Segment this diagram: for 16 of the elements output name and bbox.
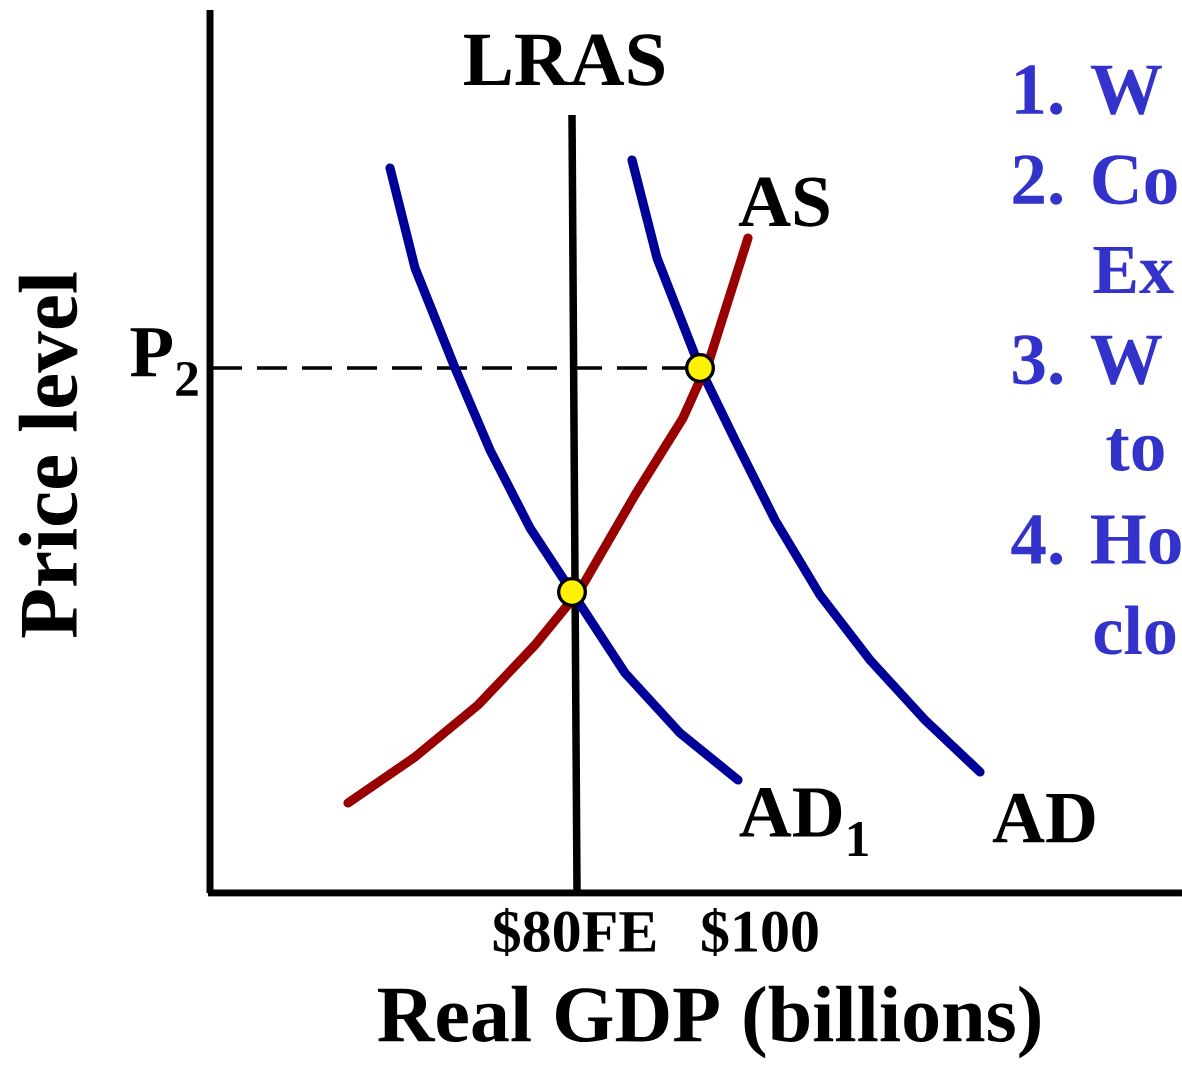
question-text: 1. W bbox=[1016, 65, 1162, 115]
axis-tick-label: $100 bbox=[702, 908, 818, 956]
curve-label: AD bbox=[992, 793, 1095, 843]
curve-label: AD$_{1}$ bbox=[739, 788, 868, 856]
axis-title: Price level bbox=[18, 272, 78, 638]
question-text: 2. Co bbox=[1013, 155, 1177, 205]
question-text: 3. W bbox=[1013, 335, 1162, 385]
axis-tick-label: P$_{2}$ bbox=[130, 328, 198, 396]
axis-tick-label: $80FE bbox=[493, 908, 656, 956]
curve-label: AS bbox=[738, 177, 829, 227]
curve-label: LRAS bbox=[464, 34, 664, 86]
question-text: Ex bbox=[1093, 247, 1174, 293]
question-text: 4. Ho bbox=[1011, 515, 1181, 565]
question-text: clo bbox=[1094, 605, 1176, 655]
question-text: to bbox=[1106, 429, 1164, 471]
axis-title: Real GDP (billions) bbox=[378, 985, 1040, 1059]
